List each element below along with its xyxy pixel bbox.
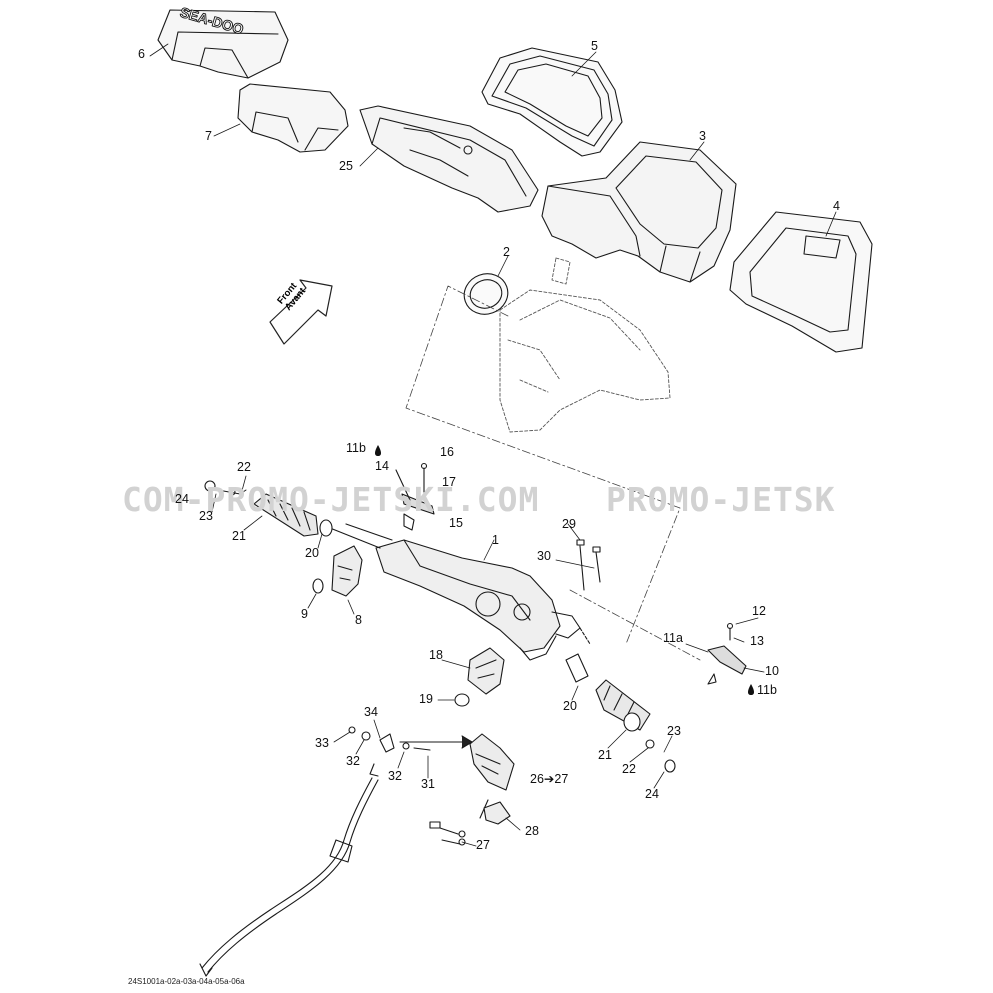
callout-9: 9 xyxy=(301,607,308,621)
callout-10: 10 xyxy=(765,664,779,678)
leader-lines-dashdot xyxy=(405,285,701,661)
throttle-cable-assembly xyxy=(199,726,431,977)
callout-leader-lines xyxy=(149,43,837,847)
callout-11b-top: 11b xyxy=(346,441,366,455)
callout-13: 13 xyxy=(750,634,764,648)
callout-32-a: 32 xyxy=(346,754,360,768)
drawing-reference-code: 24S1001a-02a-03a-04a-05a-06a xyxy=(128,977,245,986)
callout-2: 2 xyxy=(503,245,510,259)
part-6-top-cover: SEA-DOO xyxy=(157,3,289,79)
callout-14: 14 xyxy=(375,459,389,473)
callout-32-b: 32 xyxy=(388,769,402,783)
callout-18: 18 xyxy=(429,648,443,662)
part-26-bracket xyxy=(399,733,515,819)
watermark-left: COM-PROMO-JETSKI.COM xyxy=(122,480,540,519)
callout-19: 19 xyxy=(419,692,433,706)
callout-12: 12 xyxy=(752,604,766,618)
part-28-27-clips xyxy=(429,801,511,846)
callout-33: 33 xyxy=(315,736,329,750)
callout-22-right: 22 xyxy=(622,762,636,776)
callout-7: 7 xyxy=(205,129,212,143)
callout-3: 3 xyxy=(699,129,706,143)
callout-26-27: 26➔27 xyxy=(530,772,569,786)
callout-8: 8 xyxy=(355,613,362,627)
front-direction-arrow xyxy=(269,279,333,345)
callout-11a: 11a xyxy=(663,631,683,645)
part-14-left-lever-assembly xyxy=(395,462,435,531)
callout-23-left: 23 xyxy=(199,509,213,523)
part-21-right-grip xyxy=(565,653,676,773)
part-7-cover-support xyxy=(237,83,349,153)
part-8-left-cover xyxy=(312,545,363,597)
callout-20-left: 20 xyxy=(305,546,319,560)
callout-30: 30 xyxy=(537,549,551,563)
callout-15: 15 xyxy=(449,516,463,530)
part-25-lower-housing xyxy=(359,105,539,213)
callout-25: 25 xyxy=(339,159,353,173)
callout-24-right: 24 xyxy=(645,787,659,801)
callout-23-right: 23 xyxy=(667,724,681,738)
part-5-frame xyxy=(481,47,623,157)
part-21-left-grip xyxy=(204,480,333,537)
callout-16: 16 xyxy=(440,445,454,459)
callout-22-left: 22 xyxy=(237,460,251,474)
phantom-support-assembly xyxy=(499,257,671,433)
callout-6: 6 xyxy=(138,47,145,61)
callout-31: 31 xyxy=(421,777,435,791)
callout-17: 17 xyxy=(442,475,456,489)
callout-34: 34 xyxy=(364,705,378,719)
callout-1: 1 xyxy=(492,533,499,547)
part-29-30-bolts xyxy=(576,539,601,591)
watermark-right: PROMO-JETSK xyxy=(606,480,836,519)
callout-4: 4 xyxy=(833,199,840,213)
callout-11b-right: 11b xyxy=(757,683,777,697)
callout-20-right: 20 xyxy=(563,699,577,713)
part-10-right-lever-assembly xyxy=(707,622,747,685)
callout-28: 28 xyxy=(525,824,539,838)
lubricant-drop-icons xyxy=(375,445,754,695)
part-4-trim-frame xyxy=(729,211,873,353)
part-2-ring xyxy=(463,273,509,315)
callout-21-right: 21 xyxy=(598,748,612,762)
part-18-cover-plate xyxy=(454,647,505,707)
callout-21-left: 21 xyxy=(232,529,246,543)
part-3-instrument-housing xyxy=(541,141,737,283)
callout-27: 27 xyxy=(476,838,490,852)
part-1-handlebar-body xyxy=(329,523,591,661)
callout-5: 5 xyxy=(591,39,598,53)
callout-24-left: 24 xyxy=(175,492,189,506)
callout-29: 29 xyxy=(562,517,576,531)
